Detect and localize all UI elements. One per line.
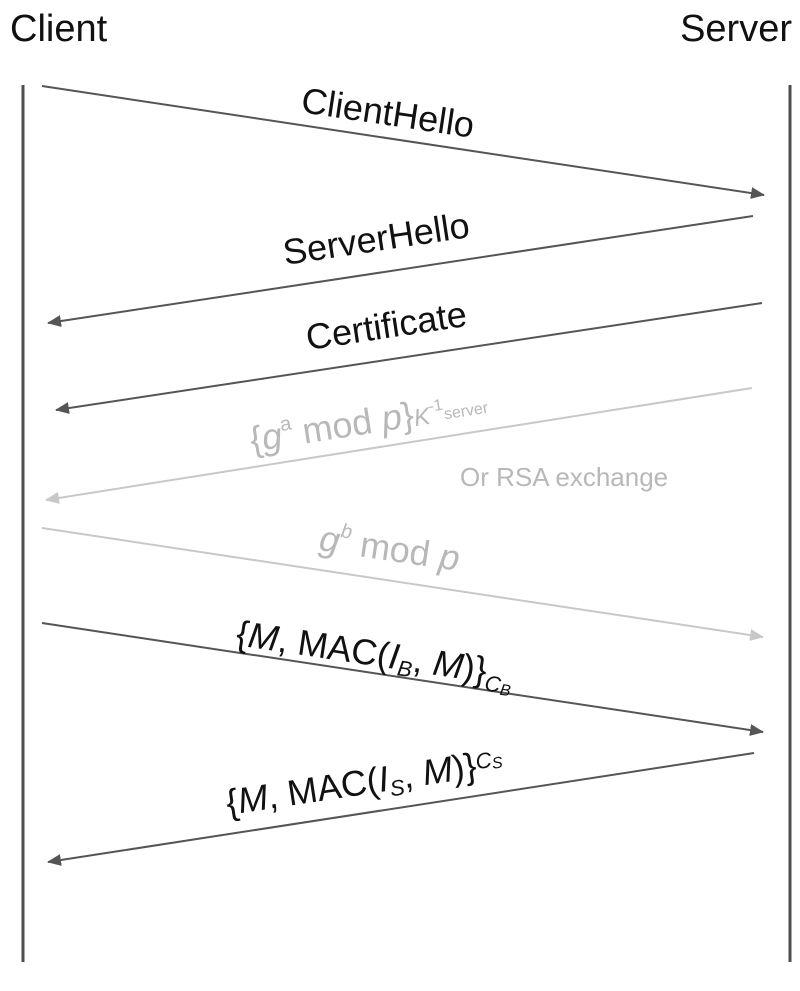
client-finished-label: {M, MAC(IB, M)}CB [233,612,517,700]
client-finished-arrow [41,622,764,736]
certificate-arrow [55,302,763,414]
client-key-share-arrow [41,527,764,641]
client-key-share-label: gb mod p [317,517,463,578]
certificate-label: Certificate [303,293,469,358]
server-finished-arrow [47,752,755,866]
client-hello-arrow [41,85,765,199]
server-key-share-arrow [45,387,753,504]
client-hello-label: ClientHello [299,79,477,145]
server-label: Server [680,8,792,50]
client-label: Client [10,8,108,50]
rsa-note: Or RSA exchange [460,462,668,492]
server-hello-arrow [47,215,754,327]
